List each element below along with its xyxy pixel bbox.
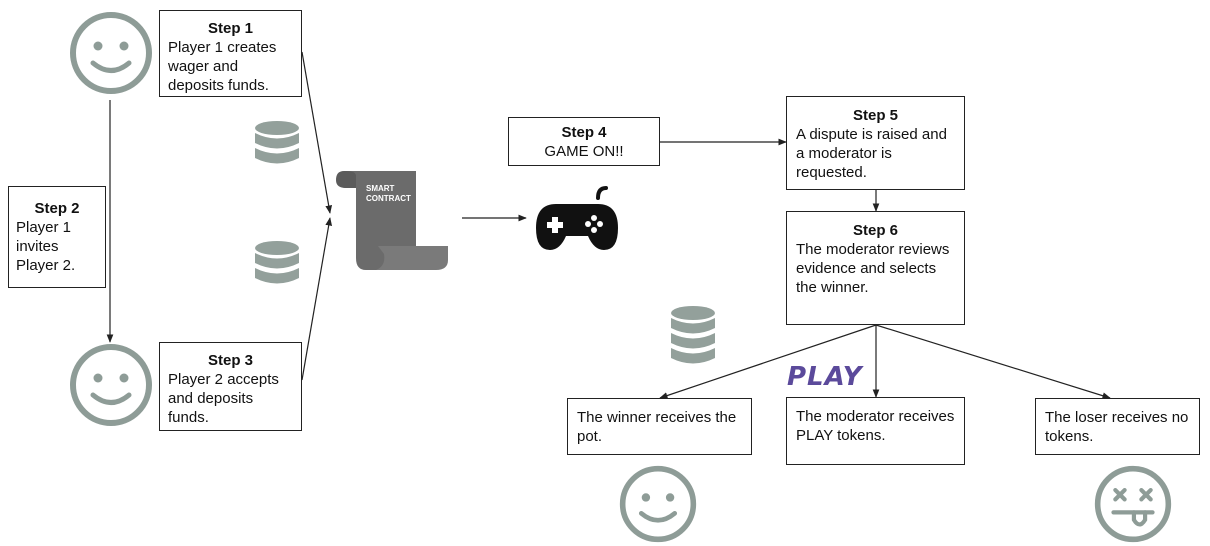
- step-4-box: Step 4 GAME ON!!: [508, 117, 660, 166]
- smiley-face-icon: [70, 344, 152, 426]
- contract-label-line1: SMART: [366, 184, 395, 193]
- smiley-face-icon: [70, 12, 152, 94]
- step-3-box: Step 3 Player 2 accepts and deposits fun…: [159, 342, 302, 431]
- step-2-text: Player 1 invites Player 2.: [16, 219, 76, 274]
- contract-label-line2: CONTRACT: [366, 194, 411, 203]
- play-token-logo: PLAY: [787, 362, 863, 392]
- step-1-box: Step 1 Player 1 creates wager and deposi…: [159, 10, 302, 97]
- step-4-text: GAME ON!!: [544, 143, 624, 160]
- gamepad-icon: [536, 186, 618, 250]
- step-1-text: Player 1 creates wager and deposits fund…: [168, 39, 277, 94]
- winner-outcome-text: The winner receives the pot.: [577, 409, 737, 445]
- step-2-title: Step 2: [34, 200, 80, 217]
- database-coins-icon: [255, 241, 299, 284]
- moderator-outcome-box: The moderator receives PLAY tokens.: [786, 397, 965, 465]
- dizzy-face-icon: [1094, 465, 1172, 543]
- step-6-title: Step 6: [852, 222, 898, 239]
- database-coins-icon: [255, 121, 299, 164]
- loser-outcome-box: The loser receives no tokens.: [1035, 398, 1200, 455]
- step-5-box: Step 5 A dispute is raised and a moderat…: [786, 96, 965, 190]
- step-6-box: Step 6 The moderator reviews evidence an…: [786, 211, 965, 325]
- step-2-box: Step 2 Player 1 invites Player 2.: [8, 186, 106, 288]
- database-coins-icon: [671, 306, 715, 364]
- arrow-step1-to-contract: [301, 51, 333, 214]
- step-1-title: Step 1: [207, 20, 253, 37]
- loser-outcome-text: The loser receives no tokens.: [1045, 409, 1189, 445]
- smiley-face-icon: [619, 465, 697, 543]
- arrow-step3-to-contract: [301, 217, 333, 381]
- arrow-step6-to-winner: [659, 324, 877, 399]
- step-3-title: Step 3: [207, 352, 253, 369]
- step-3-text: Player 2 accepts and deposits funds.: [168, 371, 279, 426]
- smart-contract-scroll-icon: SMART CONTRACT: [336, 171, 448, 270]
- moderator-outcome-text: The moderator receives PLAY tokens.: [796, 408, 955, 444]
- step-6-text: The moderator reviews evidence and selec…: [796, 241, 950, 296]
- arrow-step6-to-loser: [875, 324, 1111, 399]
- winner-outcome-box: The winner receives the pot.: [567, 398, 752, 455]
- step-5-text: A dispute is raised and a moderator is r…: [796, 126, 947, 181]
- step-4-title: Step 4: [561, 124, 607, 141]
- step-5-title: Step 5: [852, 107, 898, 124]
